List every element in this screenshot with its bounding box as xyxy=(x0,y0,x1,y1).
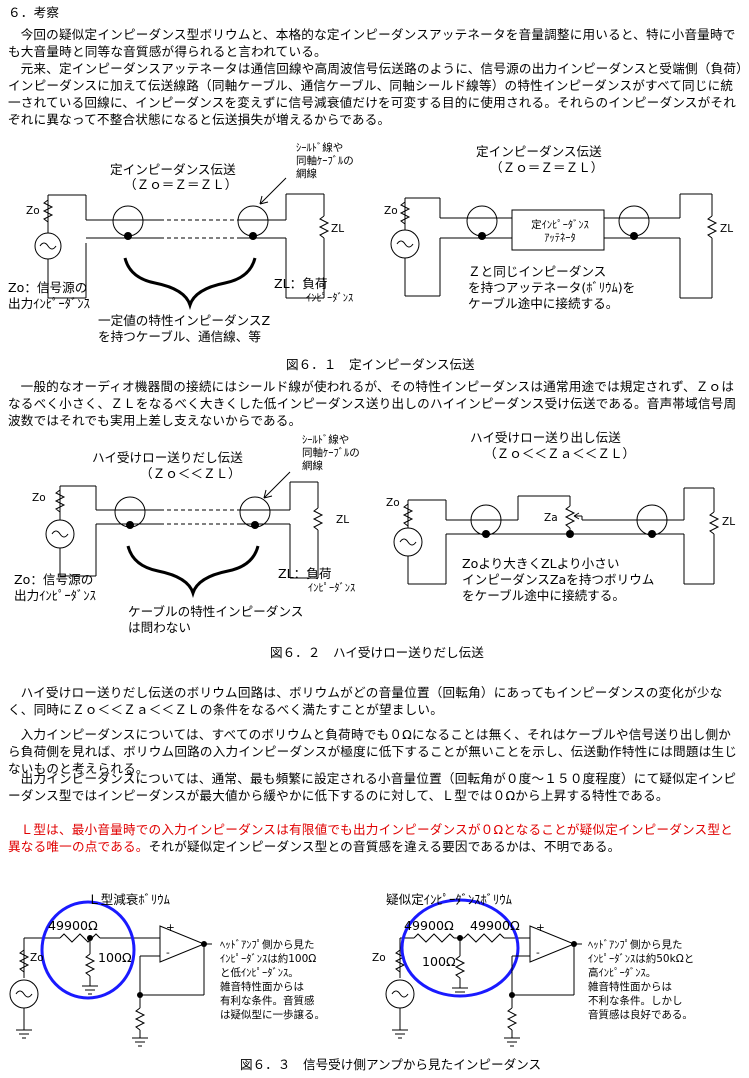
fig3-right-minus-sign: - xyxy=(536,947,540,959)
paragraph-2: 元来、定インピーダンスアッテネータは通信回線や高周波信号伝送路のように、信号源の… xyxy=(8,61,743,127)
figure-6-3 xyxy=(9,898,582,1047)
fig2-right-formula: （Ｚｏ＜＜Ｚａ＜＜ＺＬ） xyxy=(484,446,636,461)
fig1-right-zo: Zo xyxy=(384,205,398,217)
fig2-right-zl: ZL xyxy=(722,516,736,528)
fig3-left-zo: Zo xyxy=(30,952,44,964)
fig1-attenuator-box: 定ｲﾝﾋﾟｰﾀﾞﾝｽ ｱｯﾃﾈｰﾀ xyxy=(531,219,589,244)
fig2-za: Za xyxy=(544,512,558,524)
fig2-right-note: Zoより大きくZLより小さい インピーダンスZaを持つボリウム をケーブル途中に… xyxy=(462,556,655,603)
fig3-right-note: ﾍｯﾄﾞｱﾝﾌﾟ側から見た ｲﾝﾋﾟｰﾀﾞﾝｽは約50kΩと 高ｲﾝﾋﾟｰﾀﾞﾝ… xyxy=(588,939,695,1021)
fig2-cable-label: ケーブルの特性インピーダンス は問わない xyxy=(128,604,304,635)
fig3-left-title: Ｌ型減衰ﾎﾞﾘｳﾑ xyxy=(88,892,170,907)
fig2-source-label: Zo：信号源の 出力ｲﾝﾋﾟｰﾀﾞﾝｽ xyxy=(14,572,96,603)
fig1-source-label: Zo：信号源の 出力ｲﾝﾋﾟｰﾀﾞﾝｽ xyxy=(8,280,90,311)
paragraph-6: 出力インピーダンスについては、通常、最も頻繁に設定される小音量位置（回転角が０度… xyxy=(8,771,737,803)
fig3-left-plus-sign: + xyxy=(166,922,175,934)
paragraph-7-rest: それが疑似定インピーダンス型との音質感を違える要因であるかは、不明である。 xyxy=(148,839,621,854)
fig2-zl: ZL xyxy=(336,514,350,526)
fig1-shield-note: ｼｰﾙﾄﾞ線や 同軸ｹｰﾌﾞﾙの 網線 xyxy=(296,142,354,180)
fig1-cable-label: 一定値の特性インピーダンスZ を持つケーブル、通信線、等 xyxy=(98,313,271,344)
fig3-left-r1: 49900Ω xyxy=(48,918,98,933)
paragraph-3: 一般的なオーディオ機器間の接続にはシールド線が使われるが、その特性インピーダンス… xyxy=(8,379,737,428)
fig2-load-label: ZL：負荷 xyxy=(278,566,332,581)
fig1-zl: ZL xyxy=(331,223,345,235)
fig1-load-label-2: ｲﾝﾋﾟｰﾀﾞﾝｽ xyxy=(306,292,354,304)
fig1-left-title: 定インピーダンス伝送 xyxy=(110,162,236,177)
fig1-zo: Zo xyxy=(26,205,40,217)
fig3-right-r2: 49900Ω xyxy=(470,918,520,933)
paragraph-4: ハイ受けロー送りだし伝送のボリウム回路は、ボリウムがどの音量位置（回転角）にあっ… xyxy=(8,685,723,717)
paragraph-1: 今回の疑似定インピーダンス型ボリウムと、本格的な定インピーダンスアッテネータを音… xyxy=(8,27,736,59)
fig1-right-zl: ZL xyxy=(720,223,734,235)
figure-6-2 xyxy=(45,471,720,599)
fig1-right-note: Ｚと同じインピーダンス を持つアッテネータ(ﾎﾞﾘｳﾑ)を ケーブル途中に接続す… xyxy=(468,264,636,311)
fig2-shield-note: ｼｰﾙﾄﾞ線や 同軸ｹｰﾌﾞﾙの 網線 xyxy=(302,434,360,472)
fig2-caption: 図６．２ ハイ受けロー送りだし伝送 xyxy=(270,645,484,660)
fig3-left-r2: 100Ω xyxy=(98,950,132,965)
fig1-right-title: 定インピーダンス伝送 xyxy=(476,144,602,159)
fig1-caption: 図６．１ 定インピーダンス伝送 xyxy=(286,357,475,372)
fig3-right-r3: 100Ω xyxy=(422,954,456,969)
fig2-right-zo: Zo xyxy=(386,497,400,509)
fig2-zo: Zo xyxy=(32,492,46,504)
fig3-caption: 図６．３ 信号受け側アンプから見たインピーダンス xyxy=(240,1057,542,1072)
fig3-right-zo: Zo xyxy=(372,952,386,964)
fig3-right-plus-sign: + xyxy=(536,922,545,934)
fig3-right-title: 疑似定ｲﾝﾋﾟｰﾀﾞﾝｽﾎﾞﾘｳﾑ xyxy=(386,892,512,907)
fig2-right-title: ハイ受けロー送り出し伝送 xyxy=(470,430,621,445)
fig1-left-formula: （Ｚｏ＝Ｚ＝ＺＬ） xyxy=(124,177,238,192)
paragraph-5: 入力インピーダンスについては、すべてのボリウムと負荷時でも０Ωになることは無く、… xyxy=(8,727,737,776)
fig3-left-note: ﾍｯﾄﾞｱﾝﾌﾟ側から見た ｲﾝﾋﾟｰﾀﾞﾝｽは約100Ω と低ｲﾝﾋﾟｰﾀﾞﾝ… xyxy=(220,939,325,1021)
fig3-right-r1: 49900Ω xyxy=(404,918,454,933)
paragraph-7-highlight: Ｌ型は、最小音量時での入力インピーダンスは有限値でも出力インピーダンスが０Ωとな… xyxy=(8,822,733,854)
fig2-left-formula: （Ｚｏ＜＜ＺＬ） xyxy=(140,466,241,481)
fig1-load-label: ZL：負荷 xyxy=(274,276,328,291)
fig1-right-formula: （Ｚｏ＝Ｚ＝ＺＬ） xyxy=(490,160,604,175)
paragraph-7: Ｌ型は、最小音量時での入力インピーダンスは有限値でも出力インピーダンスが０Ωとな… xyxy=(8,821,743,855)
fig2-left-title: ハイ受けロー送りだし伝送 xyxy=(92,450,243,465)
fig2-load-label-2: ｲﾝﾋﾟｰﾀﾞﾝｽ xyxy=(308,582,356,594)
figure-6-1 xyxy=(34,177,718,311)
fig3-left-minus-sign: - xyxy=(166,947,170,959)
section-title: ６．考察 xyxy=(8,5,60,20)
